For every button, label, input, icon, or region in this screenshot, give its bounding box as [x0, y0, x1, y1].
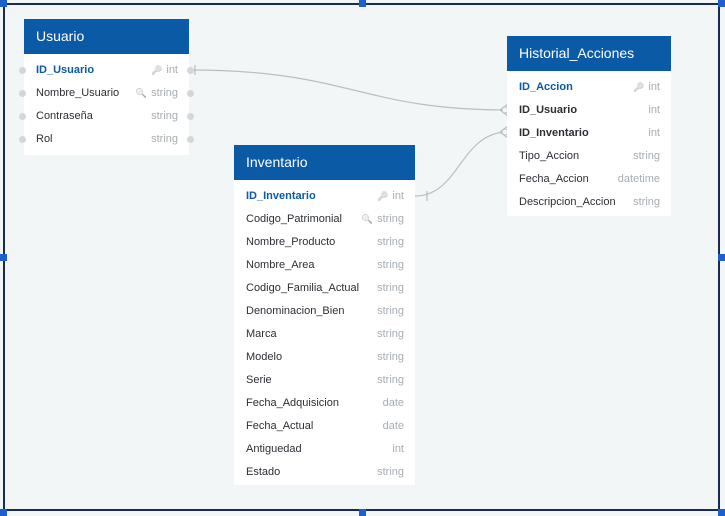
- field-row[interactable]: ID_Usuario int: [507, 99, 671, 122]
- field-type: int: [392, 443, 404, 455]
- field-name: Rol: [36, 133, 53, 145]
- resize-handle-bottom-middle[interactable]: [359, 509, 366, 516]
- field-row[interactable]: Modelo string: [234, 346, 415, 369]
- field-type: date: [382, 397, 404, 409]
- connector-dot[interactable]: [19, 67, 26, 74]
- connector-dot[interactable]: [19, 136, 26, 143]
- field-type: string: [151, 110, 178, 122]
- table-historial-acciones[interactable]: Historial_Acciones ID_Accion 🔑int ID_Usu…: [507, 36, 671, 216]
- connector-dot[interactable]: [187, 113, 194, 120]
- field-name: ID_Inventario: [519, 127, 589, 139]
- field-row[interactable]: ID_Accion 🔑int: [507, 76, 671, 99]
- field-type: string: [377, 213, 404, 225]
- field-name: ID_Usuario: [519, 104, 578, 116]
- resize-handle-top-middle[interactable]: [359, 0, 366, 7]
- field-name: Modelo: [246, 351, 283, 363]
- field-type: string: [377, 466, 404, 478]
- field-row[interactable]: Nombre_Usuario 🔍string: [19, 82, 194, 105]
- field-type: string: [377, 305, 404, 317]
- field-name: Contraseña: [36, 110, 93, 122]
- field-row[interactable]: ID_Usuario 🔑int: [19, 59, 194, 82]
- table-title[interactable]: Historial_Acciones: [507, 36, 671, 71]
- field-row[interactable]: ID_Inventario int: [507, 122, 671, 145]
- field-row[interactable]: Descripcion_Accion string: [507, 191, 671, 214]
- field-row[interactable]: Fecha_Actual date: [234, 415, 415, 438]
- field-row[interactable]: Rol string: [19, 128, 194, 151]
- relation-inventario-historial: [414, 131, 509, 197]
- unique-key-icon: 🔍: [135, 88, 148, 98]
- field-row[interactable]: Nombre_Area string: [234, 254, 415, 277]
- primary-key-icon: 🔑: [377, 191, 389, 201]
- field-row[interactable]: Denominacion_Bien string: [234, 300, 415, 323]
- resize-handle-top-right[interactable]: [718, 0, 725, 7]
- field-name: Fecha_Accion: [519, 173, 589, 185]
- field-name: Antiguedad: [246, 443, 302, 455]
- field-name: Nombre_Usuario: [36, 87, 120, 99]
- field-type: int: [648, 127, 660, 139]
- field-type: string: [151, 133, 178, 145]
- connector-dot[interactable]: [19, 113, 26, 120]
- field-row[interactable]: Codigo_Familia_Actual string: [234, 277, 415, 300]
- table-title[interactable]: Usuario: [24, 19, 189, 54]
- table-title[interactable]: Inventario: [234, 145, 415, 180]
- field-row[interactable]: Marca string: [234, 323, 415, 346]
- field-row[interactable]: Codigo_Patrimonial 🔍string: [234, 208, 415, 231]
- field-type: date: [382, 420, 404, 432]
- field-name: Marca: [246, 328, 277, 340]
- field-name: Fecha_Adquisicion: [246, 397, 339, 409]
- field-name: ID_Inventario: [246, 190, 316, 202]
- field-row[interactable]: Nombre_Producto string: [234, 231, 415, 254]
- field-type: string: [377, 259, 404, 271]
- field-name: Nombre_Area: [246, 259, 315, 271]
- field-type: string: [377, 236, 404, 248]
- field-name: Denominacion_Bien: [246, 305, 345, 317]
- unique-key-icon: 🔍: [361, 214, 374, 224]
- connector-dot[interactable]: [187, 90, 194, 97]
- field-type: int: [648, 104, 660, 116]
- field-row[interactable]: Fecha_Accion datetime: [507, 168, 671, 191]
- table-usuario[interactable]: Usuario ID_Usuario 🔑int Nombre_Usuario 🔍…: [19, 19, 194, 155]
- field-type: string: [377, 351, 404, 363]
- field-name: ID_Accion: [519, 81, 573, 93]
- primary-key-icon: 🔑: [633, 82, 645, 92]
- field-name: Fecha_Actual: [246, 420, 314, 432]
- field-name: Descripcion_Accion: [519, 196, 616, 208]
- resize-handle-top-left[interactable]: [0, 0, 7, 7]
- field-row[interactable]: Fecha_Adquisicion date: [234, 392, 415, 415]
- field-row[interactable]: Tipo_Accion string: [507, 145, 671, 168]
- field-type: string: [377, 282, 404, 294]
- field-name: ID_Usuario: [36, 64, 95, 76]
- field-row[interactable]: Estado string: [234, 461, 415, 484]
- field-type: int: [648, 81, 660, 93]
- resize-handle-bottom-left[interactable]: [0, 509, 7, 516]
- field-type: string: [151, 87, 178, 99]
- connector-dot[interactable]: [187, 67, 194, 74]
- resize-handle-bottom-right[interactable]: [718, 509, 725, 516]
- field-row[interactable]: Serie string: [234, 369, 415, 392]
- field-name: Nombre_Producto: [246, 236, 336, 248]
- field-type: int: [392, 190, 404, 202]
- field-name: Codigo_Patrimonial: [246, 213, 342, 225]
- connector-dot[interactable]: [187, 136, 194, 143]
- field-row[interactable]: Contraseña string: [19, 105, 194, 128]
- field-name: Tipo_Accion: [519, 150, 580, 162]
- field-type: string: [377, 328, 404, 340]
- field-name: Estado: [246, 466, 281, 478]
- connector-dot[interactable]: [19, 90, 26, 97]
- primary-key-icon: 🔑: [151, 65, 163, 75]
- field-type: int: [166, 64, 178, 76]
- field-type: datetime: [617, 173, 660, 185]
- field-type: string: [377, 374, 404, 386]
- relation-usuario-historial: [188, 69, 509, 111]
- field-type: string: [633, 196, 660, 208]
- field-name: Serie: [246, 374, 272, 386]
- resize-handle-middle-left[interactable]: [0, 254, 7, 261]
- resize-handle-middle-right[interactable]: [718, 254, 725, 261]
- field-type: string: [633, 150, 660, 162]
- table-inventario[interactable]: Inventario ID_Inventario 🔑int Codigo_Pat…: [234, 145, 415, 485]
- field-row[interactable]: Antiguedad int: [234, 438, 415, 461]
- field-name: Codigo_Familia_Actual: [246, 282, 360, 294]
- field-row[interactable]: ID_Inventario 🔑int: [234, 185, 415, 208]
